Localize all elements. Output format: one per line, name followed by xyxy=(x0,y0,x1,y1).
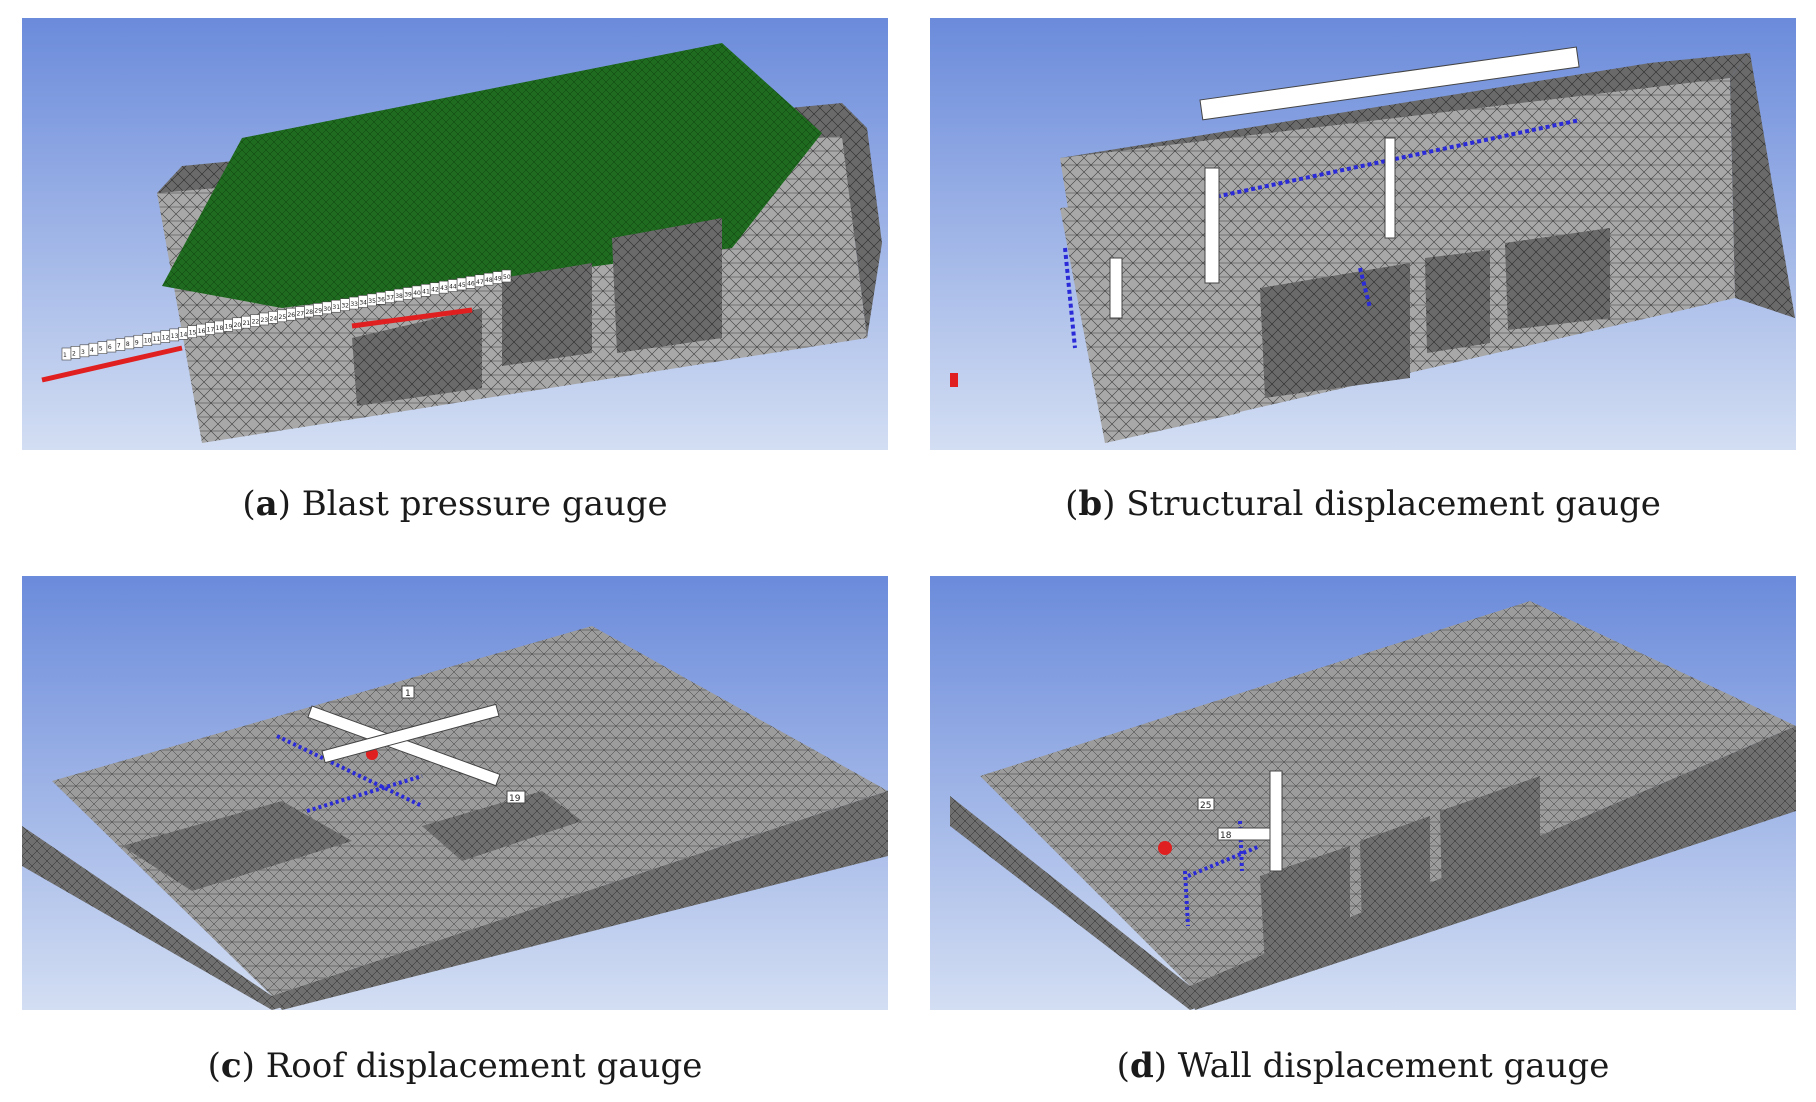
gauge-label-text: 15 xyxy=(189,330,197,337)
room-opening-3 xyxy=(1440,776,1540,901)
gauge-label-text: 2 xyxy=(72,350,76,357)
gauge-label-text: 42 xyxy=(431,287,439,294)
gauge-label-text: 21 xyxy=(243,320,251,327)
caption-b: (b) Structural displacement gauge xyxy=(1065,484,1661,524)
room-opening-3 xyxy=(1505,228,1610,330)
room-opening-2 xyxy=(1425,250,1490,353)
panel-b xyxy=(930,18,1796,450)
gauge-label-text: 12 xyxy=(162,334,170,341)
gauge-label-text: 29 xyxy=(314,307,322,314)
gauge-label-text: 8 xyxy=(126,341,130,348)
gauge-label-text: 10 xyxy=(144,338,152,345)
room-opening-3 xyxy=(612,218,722,353)
marker-25: 25 xyxy=(1197,797,1215,811)
gauge-label-text: 13 xyxy=(171,333,179,340)
svg-text:1: 1 xyxy=(405,689,411,699)
gauge-label-text: 34 xyxy=(359,299,367,306)
gauge-label-text: 26 xyxy=(287,312,295,319)
svg-text:25: 25 xyxy=(1200,801,1211,811)
marker-18: 18 xyxy=(1217,827,1279,841)
gauge-label-text: 19 xyxy=(225,323,233,330)
gauge-label-text: 18 xyxy=(216,325,224,332)
gauge-label-text: 33 xyxy=(350,301,358,308)
gauge-label-text: 6 xyxy=(108,344,112,351)
recess-2 xyxy=(422,791,582,861)
gauge-label-text: 46 xyxy=(467,280,475,287)
red-marker xyxy=(1158,841,1172,855)
gauge-label-text: 31 xyxy=(332,304,340,311)
panel-c-render: 1 19 xyxy=(22,576,888,1010)
gauge-label-text: 22 xyxy=(252,319,260,326)
gauge-label-text: 45 xyxy=(458,282,466,289)
caption-a: (a) Blast pressure gauge xyxy=(242,484,668,524)
panel-d-render: 25 18 xyxy=(930,576,1796,1010)
gauge-label-text: 41 xyxy=(422,288,430,295)
gauge-label-text: 44 xyxy=(449,284,457,291)
gauge-label-text: 38 xyxy=(395,293,403,300)
room-opening-1 xyxy=(1260,846,1350,966)
pressure-gauge-line xyxy=(41,307,473,383)
gauge-label-box xyxy=(501,269,512,283)
gauge-label-text: 24 xyxy=(270,315,278,322)
gauge-label-text: 4 xyxy=(90,347,94,354)
gauge-label-text: 48 xyxy=(485,277,493,284)
gauge-label-column-1 xyxy=(1204,167,1220,284)
gauge-label-text: 17 xyxy=(207,327,215,334)
roof-label-strips xyxy=(307,703,501,787)
gauge-label-text: 9 xyxy=(135,339,139,346)
gauge-label-text: 5 xyxy=(99,346,103,353)
panel-d: 25 18 xyxy=(930,576,1796,1010)
marker-19: 19 xyxy=(506,790,526,804)
gauge-label-text: 40 xyxy=(413,290,421,297)
roof-gauge-lines xyxy=(276,734,423,813)
gauge-label-text: 47 xyxy=(476,279,484,286)
svg-text:19: 19 xyxy=(509,794,521,804)
gauge-label-column-3 xyxy=(1384,137,1396,239)
gauge-label-text: 50 xyxy=(503,274,511,281)
room-opening-2 xyxy=(502,263,592,366)
gauge-label-text: 43 xyxy=(440,285,448,292)
gauge-label-text: 7 xyxy=(117,342,121,349)
slope-face xyxy=(1060,193,1240,443)
gauge-label-text: 39 xyxy=(404,292,412,299)
gauge-label-text: 28 xyxy=(305,309,313,316)
marker-1: 1 xyxy=(401,685,415,699)
gauge-label-text: 20 xyxy=(234,322,242,329)
gauge-label-text: 36 xyxy=(377,296,385,303)
gauge-label-text: 27 xyxy=(296,311,304,318)
gauge-label-text: 23 xyxy=(261,317,269,324)
red-marker xyxy=(950,373,958,387)
gauge-label-text: 30 xyxy=(323,306,331,313)
gauge-label-text: 11 xyxy=(153,336,161,343)
gauge-label-text: 16 xyxy=(198,328,206,335)
panel-b-render xyxy=(930,18,1796,450)
room-opening-1 xyxy=(352,308,482,406)
structure-side xyxy=(842,128,882,338)
gauge-label-text: 25 xyxy=(279,314,287,321)
gauge-label-column-2 xyxy=(1109,257,1123,319)
svg-text:18: 18 xyxy=(1220,831,1232,841)
gauge-label-text: 1 xyxy=(63,352,67,359)
front-wall xyxy=(272,791,888,1010)
roof-slab xyxy=(980,601,1796,986)
roof-slab xyxy=(52,626,888,996)
structure-side xyxy=(1730,53,1795,318)
room-opening-2 xyxy=(1360,816,1430,936)
gauge-label-strip xyxy=(1199,46,1580,121)
gauge-label-text: 3 xyxy=(81,349,85,356)
gauge-label-text: 14 xyxy=(180,331,188,338)
caption-d: (d) Wall displacement gauge xyxy=(1116,1046,1610,1086)
gauge-label-text: 35 xyxy=(368,298,376,305)
caption-c: (c) Roof displacement gauge xyxy=(207,1046,703,1086)
gauge-label-text: 37 xyxy=(386,295,394,302)
recess-1 xyxy=(122,801,352,891)
panel-c: 1 19 xyxy=(22,576,888,1010)
gauge-label-text: 32 xyxy=(341,303,349,310)
room-opening-1 xyxy=(1260,263,1410,398)
gauge-label-text: 49 xyxy=(494,276,502,283)
gauge-label-column xyxy=(1269,770,1283,872)
